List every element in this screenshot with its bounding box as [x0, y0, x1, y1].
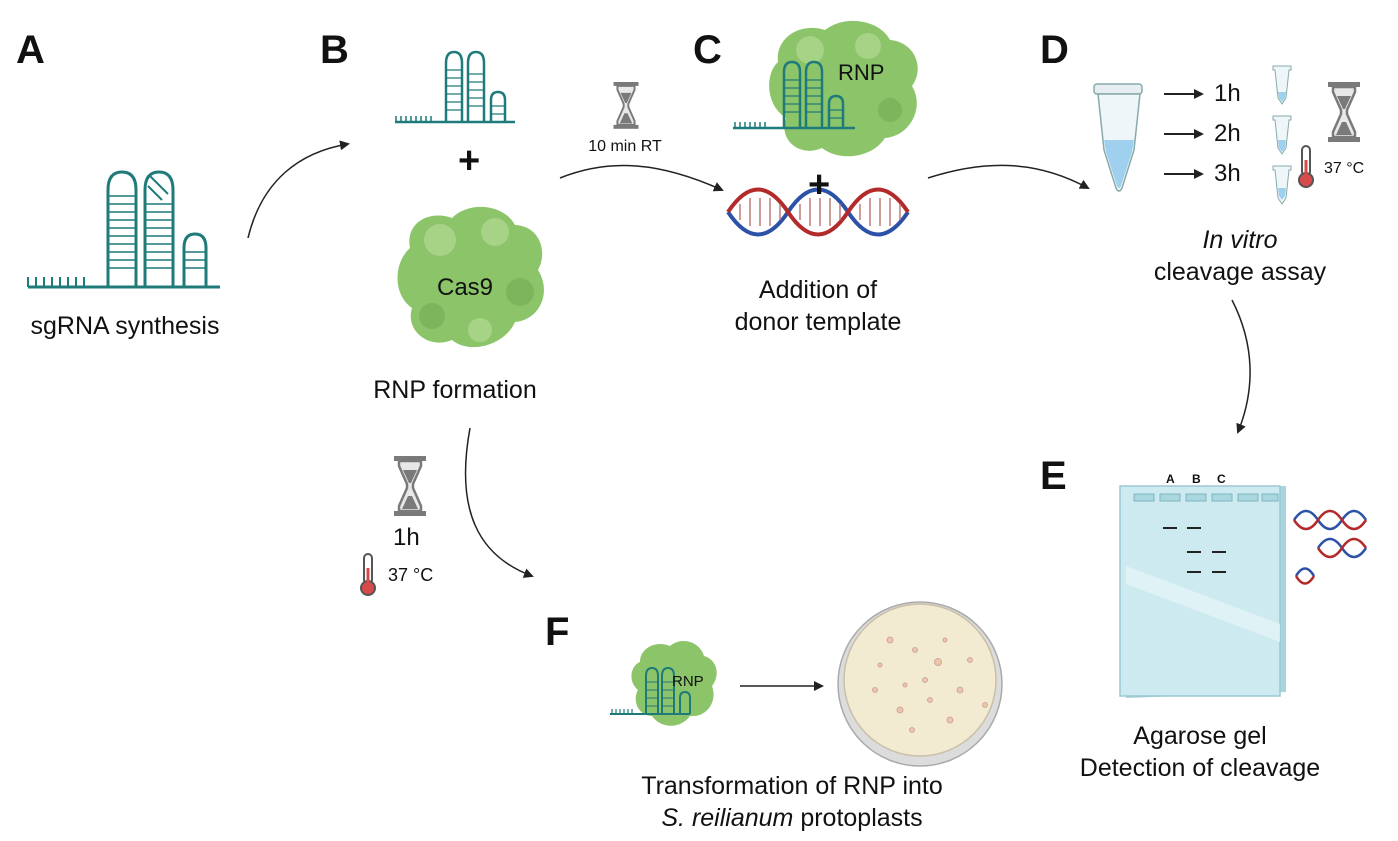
- lane-label-c: C: [1217, 472, 1226, 486]
- rnp-label-c: RNP: [838, 60, 885, 85]
- temperature-b: 37 °C: [388, 565, 434, 585]
- plus-sign-b: +: [458, 140, 481, 182]
- arrow-b-to-c: [559, 164, 724, 192]
- addition-caption-line2: donor template: [734, 308, 902, 336]
- thermometer-d-icon: [1298, 145, 1314, 188]
- rnp-small-icon: [610, 641, 717, 726]
- panel-label-e: E: [1040, 454, 1067, 498]
- transformation-caption-line1: Transformation of RNP into: [641, 772, 943, 800]
- panel-label-d: D: [1040, 28, 1069, 72]
- rnp-label-f: RNP: [672, 673, 704, 690]
- time-3h: 3h: [1214, 160, 1241, 187]
- time-1h: 1h: [1214, 80, 1241, 107]
- plus-sign-c: +: [808, 164, 831, 206]
- cas9-protein-icon: [397, 206, 544, 348]
- gel-caption-line1: Agarose gel: [1133, 722, 1267, 750]
- thermometer-b-icon: [360, 553, 376, 596]
- arrow-d-to-e: [1231, 299, 1251, 434]
- rnp-complex-icon: [733, 20, 918, 157]
- lane-label-a: A: [1166, 472, 1175, 486]
- dna-fragments-icon: [1292, 509, 1368, 585]
- addition-caption-line1: Addition of: [758, 276, 878, 304]
- panel-label-b: B: [320, 28, 349, 72]
- rnp-formation-caption: RNP formation: [373, 376, 537, 404]
- agarose-gel-icon: [1119, 485, 1286, 698]
- small-tubes-icon: [1272, 65, 1292, 205]
- tube-liquid: [1278, 92, 1286, 200]
- panel-label-c: C: [693, 28, 722, 72]
- arrow-b-to-f: [464, 427, 534, 578]
- arrow-c-to-d: [927, 164, 1090, 189]
- microtube-icon: [1093, 83, 1143, 192]
- gel-caption-line2: Detection of cleavage: [1079, 754, 1321, 782]
- time-2h: 2h: [1214, 120, 1241, 147]
- cas9-label: Cas9: [437, 274, 494, 301]
- hourglass-icon: [612, 81, 640, 130]
- dna-helix-icon: [726, 187, 910, 237]
- petri-dish-icon: [837, 601, 1003, 767]
- protoplasts-text: protoplasts: [793, 804, 923, 832]
- transformation-caption-line2: S. reilianum protoplasts: [600, 802, 984, 834]
- hourglass-b-icon: [392, 454, 428, 518]
- in-vitro-caption: In vitro: [1202, 226, 1278, 254]
- hourglass-d-icon: [1326, 80, 1362, 144]
- ten-min-rt-label: 10 min RT: [588, 138, 662, 155]
- panel-label-f: F: [545, 610, 570, 654]
- sgrna-synthesis-caption: sgRNA synthesis: [30, 312, 220, 340]
- lane-label-b: B: [1192, 472, 1201, 486]
- sgrna-small-icon: [395, 50, 515, 124]
- time-arrows: [1164, 89, 1204, 179]
- arrow-a-to-b: [247, 140, 350, 239]
- temperature-d: 37 °C: [1324, 160, 1365, 177]
- panel-label-a: A: [16, 28, 45, 72]
- sgrna-hairpin-icon: [27, 170, 220, 289]
- species-name: S. reilianum: [661, 804, 794, 832]
- cleavage-assay-caption: cleavage assay: [1153, 258, 1327, 286]
- incubation-time: 1h: [393, 524, 420, 551]
